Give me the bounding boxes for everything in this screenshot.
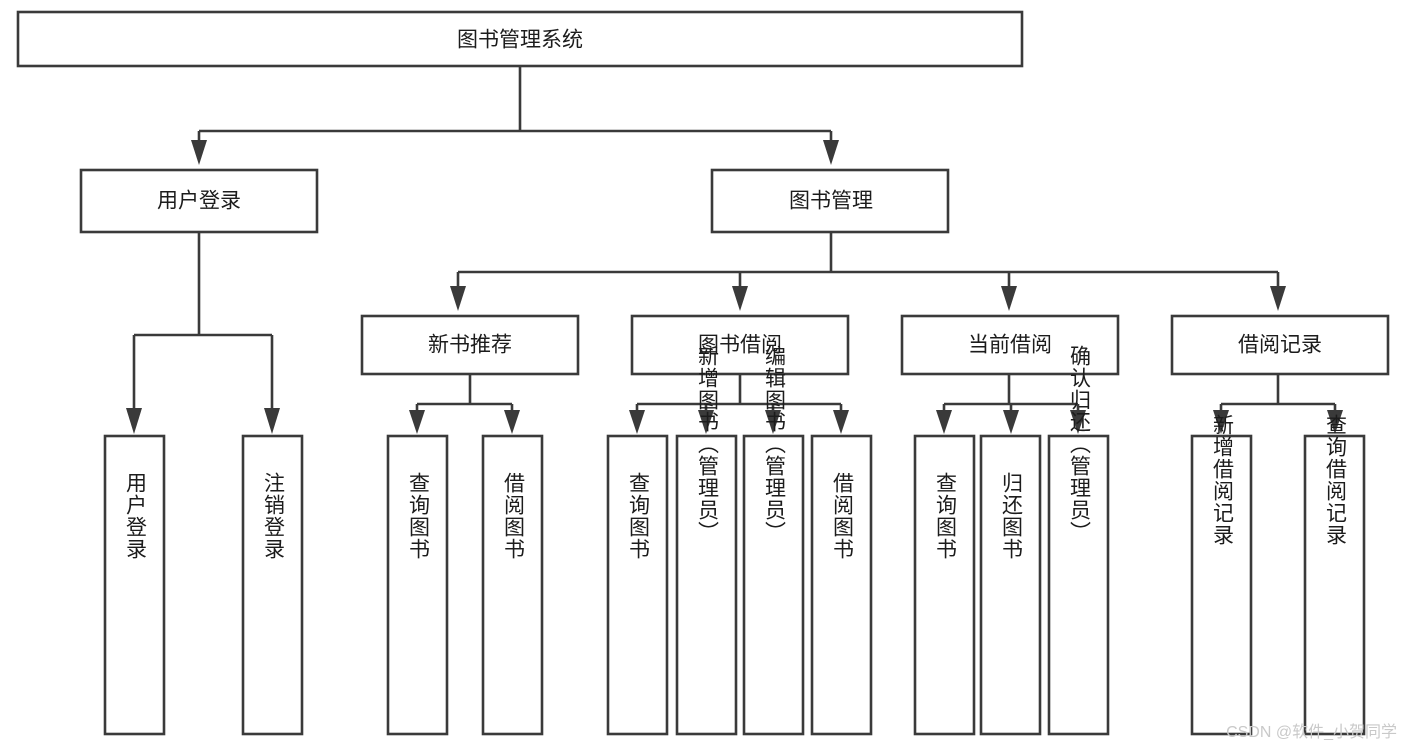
node-leaf-add-book-label: 新增图书（管理员） — [696, 345, 720, 543]
arrow-to-leaf-confirm-return-icon — [1070, 410, 1086, 434]
node-leaf-query-record-box[interactable] — [1303, 434, 1366, 736]
node-book-borrow-label: 图书借阅 — [698, 334, 782, 357]
connector-user-login-to-leaves — [126, 232, 280, 434]
arrow-to-leaf-edit-book-icon — [765, 410, 781, 434]
node-borrow-record-box[interactable] — [1170, 314, 1390, 376]
node-leaf-user-logout[interactable]: 注销登录 — [241, 434, 304, 736]
node-leaf-query-book-3-label: 查询图书 — [934, 472, 958, 560]
arrow-to-user-login-icon — [191, 140, 207, 165]
node-leaf-confirm-return-box[interactable] — [1047, 434, 1110, 736]
node-leaf-edit-book[interactable]: 编辑图书（管理员） — [742, 345, 805, 736]
node-current-borrow-label: 当前借阅 — [968, 334, 1052, 357]
node-leaf-add-record[interactable]: 新增借阅记录 — [1190, 414, 1253, 736]
node-leaf-borrow-book-1-box[interactable] — [481, 434, 544, 736]
node-book-manage[interactable]: 图书管理 — [710, 168, 950, 234]
node-leaf-borrow-book-1-label: 借阅图书 — [502, 472, 526, 560]
node-leaf-user-logout-box[interactable] — [241, 434, 304, 736]
node-user-login-label: 用户登录 — [157, 190, 241, 213]
node-new-book-recommend-box[interactable] — [360, 314, 580, 376]
node-leaf-borrow-book-2-label: 借阅图书 — [831, 472, 855, 560]
node-root-box[interactable] — [16, 10, 1024, 68]
node-borrow-record[interactable]: 借阅记录 — [1170, 314, 1390, 376]
arrow-to-leaf-return-book-icon — [1003, 410, 1019, 434]
node-leaf-edit-book-box[interactable] — [742, 434, 805, 736]
csdn-watermark: CSDN @软件_小贺同学 — [1226, 724, 1397, 741]
node-leaf-user-login-box[interactable] — [103, 434, 166, 736]
node-leaf-query-book-3-box[interactable] — [913, 434, 976, 736]
node-leaf-user-login[interactable]: 用户登录 — [103, 434, 166, 736]
node-leaf-add-book[interactable]: 新增图书（管理员） — [675, 345, 738, 736]
node-leaf-query-book-2-box[interactable] — [606, 434, 669, 736]
arrow-to-leaf-query-book-1-icon — [409, 410, 425, 434]
connector-current-borrow-to-leaves — [936, 374, 1086, 434]
connector-book-manage-to-level3 — [450, 232, 1286, 311]
node-leaf-borrow-book-1[interactable]: 借阅图书 — [481, 434, 544, 736]
node-borrow-record-label: 借阅记录 — [1238, 334, 1322, 357]
arrow-to-new-book-icon — [450, 286, 466, 311]
node-leaf-add-record-box[interactable] — [1190, 434, 1253, 736]
node-book-borrow[interactable]: 图书借阅 — [630, 314, 850, 376]
node-leaf-borrow-book-2[interactable]: 借阅图书 — [810, 434, 873, 736]
node-root[interactable]: 图书管理系统 — [16, 10, 1024, 68]
arrow-to-leaf-borrow-book-1-icon — [504, 410, 520, 434]
arrow-to-leaf-query-book-3-icon — [936, 410, 952, 434]
arrow-to-leaf-user-logout-icon — [264, 408, 280, 434]
node-user-login[interactable]: 用户登录 — [79, 168, 319, 234]
arrow-to-leaf-add-book-icon — [698, 410, 714, 434]
node-leaf-add-record-label: 新增借阅记录 — [1211, 414, 1235, 546]
node-leaf-return-book-label: 归还图书 — [1000, 472, 1024, 560]
node-leaf-query-book-1-box[interactable] — [386, 434, 449, 736]
node-current-borrow[interactable]: 当前借阅 — [900, 314, 1120, 376]
node-leaf-query-book-2-label: 查询图书 — [627, 472, 651, 560]
arrow-to-leaf-user-login-icon — [126, 408, 142, 434]
node-new-book-recommend[interactable]: 新书推荐 — [360, 314, 580, 376]
node-leaf-query-record[interactable]: 查询借阅记录 — [1303, 414, 1366, 736]
node-leaf-edit-book-label: 编辑图书（管理员） — [763, 345, 787, 543]
arrow-to-book-manage-icon — [823, 140, 839, 165]
node-user-login-box[interactable] — [79, 168, 319, 234]
arrow-to-leaf-query-book-2-icon — [629, 410, 645, 434]
arrow-to-borrow-record-icon — [1270, 286, 1286, 311]
node-root-label: 图书管理系统 — [457, 29, 583, 52]
node-current-borrow-box[interactable] — [900, 314, 1120, 376]
arrow-to-book-borrow-icon — [732, 286, 748, 311]
connector-book-borrow-to-leaves — [629, 374, 849, 434]
node-leaf-confirm-return-label: 确认归还（管理员） — [1068, 345, 1092, 543]
node-leaf-confirm-return[interactable]: 确认归还（管理员） — [1047, 345, 1110, 736]
node-leaf-return-book[interactable]: 归还图书 — [979, 434, 1042, 736]
node-book-manage-label: 图书管理 — [789, 190, 873, 213]
connector-root-to-level2 — [191, 66, 839, 165]
node-book-manage-box[interactable] — [710, 168, 950, 234]
node-leaf-query-book-3[interactable]: 查询图书 — [913, 434, 976, 736]
arrow-to-current-borrow-icon — [1001, 286, 1017, 311]
node-leaf-return-book-box[interactable] — [979, 434, 1042, 736]
node-leaf-add-book-box[interactable] — [675, 434, 738, 736]
connector-new-book-to-leaves — [409, 374, 520, 434]
node-book-borrow-box[interactable] — [630, 314, 850, 376]
node-leaf-borrow-book-2-box[interactable] — [810, 434, 873, 736]
node-leaf-user-login-label: 用户登录 — [124, 472, 148, 560]
node-leaf-query-book-1-label: 查询图书 — [407, 472, 431, 560]
arrow-to-leaf-query-record-icon — [1327, 410, 1343, 434]
node-leaf-query-book-2[interactable]: 查询图书 — [606, 434, 669, 736]
node-leaf-query-record-label: 查询借阅记录 — [1324, 414, 1348, 546]
connector-borrow-record-to-leaves — [1213, 374, 1343, 434]
node-new-book-recommend-label: 新书推荐 — [428, 334, 512, 357]
arrow-to-leaf-add-record-icon — [1213, 410, 1229, 434]
arrow-to-leaf-borrow-book-2-icon — [833, 410, 849, 434]
node-leaf-user-logout-label: 注销登录 — [262, 472, 286, 560]
node-leaf-query-book-1[interactable]: 查询图书 — [386, 434, 449, 736]
